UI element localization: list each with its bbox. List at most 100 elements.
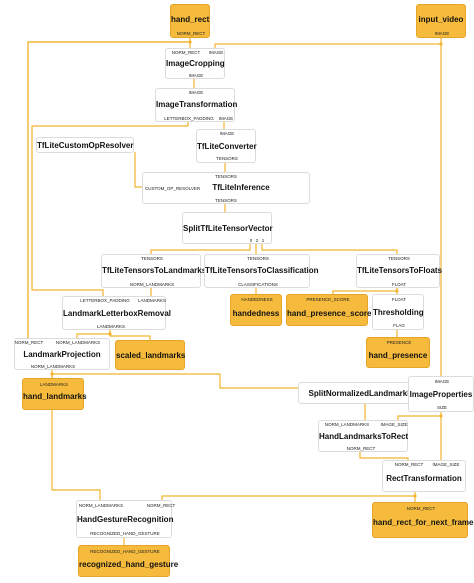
node-title: HandLandmarksToRect	[319, 432, 409, 441]
port-out: TENSORS	[216, 156, 238, 161]
port-in: RECOGNIZED_HAND_GESTURE	[90, 549, 160, 554]
edge-projection-to-split-norm	[52, 373, 298, 389]
port-in: IMAGE	[219, 131, 235, 136]
port-in: NORM_RECT	[406, 506, 436, 511]
edge-letterbox-to-removal	[31, 122, 189, 296]
port-in: IMAGE	[188, 90, 204, 95]
port-out: IMAGE	[218, 116, 234, 121]
port-out: RECOGNIZED_HAND_GESTURE	[90, 531, 160, 536]
edge-hand-rect-to-gesture	[27, 41, 190, 338]
port-in: NORM_LANDMARKS	[55, 340, 101, 345]
hand-gesture-recognition-node[interactable]: NORM_LANDMARKS NORM_RECT HandGestureReco…	[76, 500, 175, 538]
edge-recttransform-to-gesture	[161, 495, 415, 500]
port-out: FLAG	[393, 323, 405, 328]
tflite-custom-op-resolver-node[interactable]: TfLiteCustomOpResolver	[36, 137, 134, 153]
tflite-inference-node[interactable]: TENSORS CUSTOM_OP_RESOLVER TfLiteInferen…	[142, 172, 310, 204]
image-cropping-node[interactable]: NORM_RECT IMAGE ImageCropping IMAGE	[165, 48, 225, 79]
edge-rect-to-recttransform	[359, 452, 409, 460]
port-in: IMAGE	[208, 50, 224, 55]
node-title: TfLiteInference	[212, 183, 270, 192]
edge-removal-to-projection	[76, 330, 111, 338]
edge-size-to-rect	[397, 412, 442, 420]
port-out: LANDMARKS	[96, 324, 126, 329]
node-title: hand_landmarks	[23, 392, 87, 401]
hand-landmarks-to-rect-node[interactable]: NORM_LANDMARKS IMAGE_SIZE HandLandmarksT…	[318, 420, 408, 452]
port-in: TENSORS	[247, 256, 269, 261]
edge-projection-to-gesture	[51, 374, 101, 500]
split-normalized-landmark-list-node[interactable]: SplitNormalizedLandmarkList	[298, 382, 432, 404]
tflite-converter-node[interactable]: IMAGE TfLiteConverter TENSORS	[196, 129, 257, 163]
port-out: FLOAT	[391, 282, 407, 287]
hand-rect-input[interactable]: hand_rect NORM_RECT	[170, 4, 210, 38]
tensors-to-classification-node[interactable]: TENSORS TfLiteTensorsToClassification CL…	[204, 254, 319, 288]
port-out: TENSORS	[215, 198, 237, 203]
port-in: IMAGE	[434, 379, 450, 384]
node-title: ImageProperties	[409, 390, 473, 399]
edge-split-to-floats	[261, 244, 398, 254]
port-in: TENSORS	[388, 256, 410, 261]
node-title: Thresholding	[373, 308, 424, 317]
hand-landmarks-output[interactable]: LANDMARKS hand_landmarks	[22, 378, 87, 410]
port-in: NORM_RECT	[146, 503, 176, 508]
node-title: input_video	[418, 15, 464, 24]
landmark-letterbox-removal-node[interactable]: LETTERBOX_PADDING LANDMARKS LandmarkLett…	[62, 296, 172, 330]
port-out: SIZE	[436, 405, 448, 410]
port-in: TENSORS	[215, 174, 237, 179]
edge-removal-to-scaled	[109, 330, 151, 340]
edge-split-to-landmarks	[150, 244, 251, 254]
handedness-output[interactable]: HANDEDNESS handedness	[230, 294, 282, 326]
node-title: hand_presence	[368, 351, 428, 360]
node-title: TfLiteCustomOpResolver	[37, 141, 134, 150]
port-out: NORM_LANDMARKS	[30, 364, 76, 369]
node-title: TfLiteTensorsToFloats	[357, 266, 443, 275]
port-out: IMAGE	[434, 31, 450, 36]
port-in: PRESENCE	[386, 340, 412, 345]
port-out: IMAGE	[188, 73, 204, 78]
node-title: scaled_landmarks	[116, 351, 186, 360]
node-title: ImageTransformation	[156, 100, 238, 109]
thresholding-node[interactable]: FLOAT Thresholding FLAG	[372, 294, 424, 330]
node-title: TfLiteConverter	[197, 142, 257, 151]
node-title: RectTransformation	[386, 474, 462, 483]
port-in: HANDEDNESS	[241, 297, 273, 302]
image-properties-node[interactable]: IMAGE ImageProperties SIZE	[408, 376, 474, 412]
input-video-input[interactable]: input_video IMAGE	[416, 4, 466, 38]
node-title: TfLiteTensorsToClassification	[205, 266, 319, 275]
rect-transformation-node[interactable]: NORM_RECT IMAGE_SIZE RectTransformation	[382, 460, 466, 492]
port-in: FLOAT	[391, 297, 407, 302]
port-in: NORM_RECT	[171, 50, 201, 55]
port-in: CUSTOM_OP_RESOLVER	[145, 186, 201, 191]
hand-rect-for-next-frame-output[interactable]: NORM_RECT hand_rect_for_next_frame	[372, 502, 474, 538]
port-in: NORM_LANDMARKS	[324, 422, 370, 427]
split-tflite-tensor-vector-node[interactable]: SplitTfLiteTensorVector 0 2 1	[182, 212, 273, 244]
node-title: hand_rect_for_next_frame	[373, 518, 474, 527]
node-title: SplitTfLiteTensorVector	[183, 224, 273, 233]
port-out: NORM_RECT	[346, 446, 376, 451]
tensors-to-landmarks-node[interactable]: TENSORS TfLiteTensorsToLandmarks NORM_LA…	[101, 254, 207, 288]
hand-presence-score-output[interactable]: PRESENCE_SCORE hand_presence_score	[286, 294, 372, 326]
edge-video-to-cropping	[214, 38, 442, 48]
port-in: IMAGE_SIZE	[432, 462, 460, 467]
port-out: NORM_LANDMARKS	[129, 282, 175, 287]
landmark-projection-node[interactable]: NORM_RECT NORM_LANDMARKS LandmarkProject…	[14, 338, 110, 370]
port-in: LETTERBOX_PADDING	[80, 298, 130, 303]
recognized-hand-gesture-output[interactable]: RECOGNIZED_HAND_GESTURE recognized_hand_…	[78, 545, 179, 577]
port-out: CLASSIFICATIONS	[238, 282, 278, 287]
port-in: NORM_RECT	[394, 462, 424, 467]
node-title: SplitNormalizedLandmarkList	[308, 389, 422, 398]
node-title: LandmarkProjection	[23, 350, 101, 359]
port-out: 1	[261, 238, 265, 243]
node-title: TfLiteTensorsToLandmarks	[102, 266, 207, 275]
tensors-to-floats-node[interactable]: TENSORS TfLiteTensorsToFloats FLOAT	[356, 254, 443, 288]
node-title: ImageCropping	[166, 59, 225, 68]
node-title: LandmarkLetterboxRemoval	[63, 309, 172, 318]
port-out: 0	[249, 238, 253, 243]
port-in: NORM_LANDMARKS	[78, 503, 124, 508]
port-in: PRESENCE_SCORE	[306, 297, 350, 302]
node-title: handedness	[232, 309, 280, 318]
image-transformation-node[interactable]: IMAGE ImageTransformation LETTERBOX_PADD…	[155, 88, 238, 122]
scaled-landmarks-output[interactable]: scaled_landmarks	[115, 340, 185, 370]
hand-presence-output[interactable]: PRESENCE hand_presence	[366, 337, 430, 368]
node-title: HandGestureRecognition	[77, 515, 174, 524]
node-title: recognized_hand_gesture	[79, 560, 179, 569]
